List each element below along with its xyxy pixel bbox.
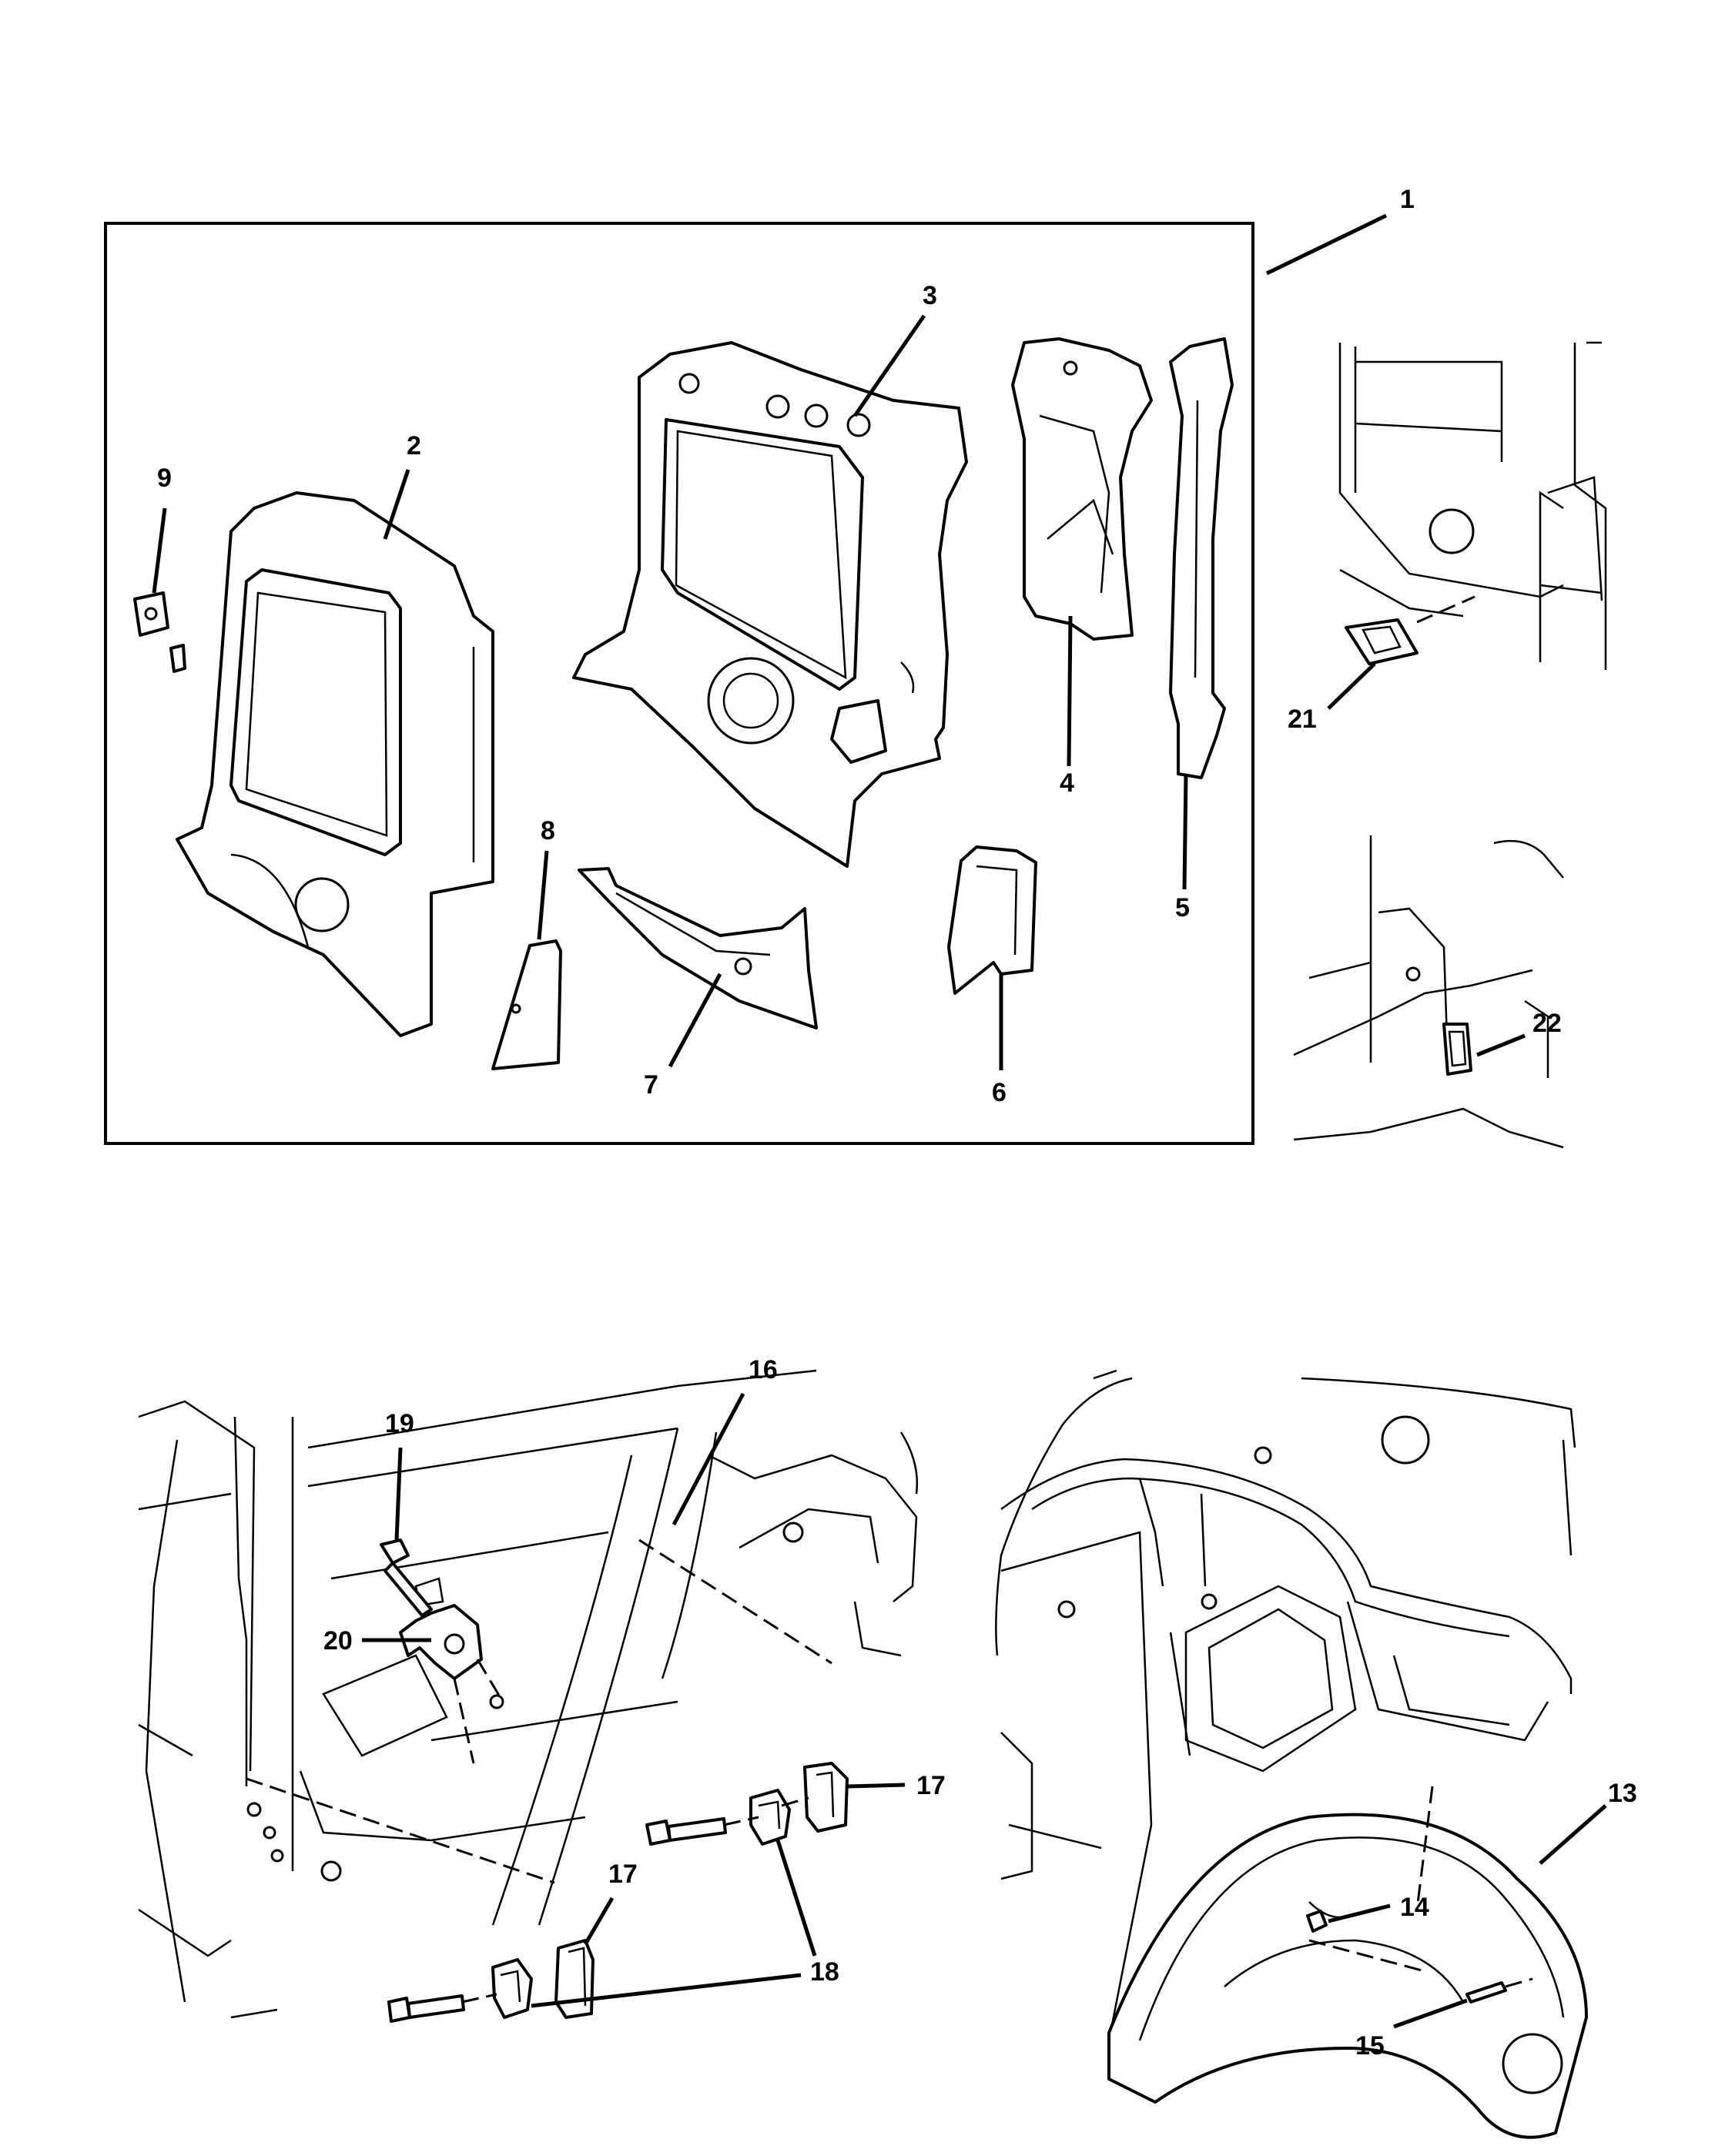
detail-view-21 bbox=[1338, 341, 1607, 670]
callout-18: 18 bbox=[810, 1957, 839, 1987]
leader-9 bbox=[152, 507, 167, 594]
part-14-clip bbox=[1306, 1910, 1328, 1933]
part-8-plate bbox=[491, 939, 562, 1070]
leader-19 bbox=[394, 1447, 403, 1541]
dash-20b bbox=[476, 1659, 502, 1699]
callout-1: 1 bbox=[1400, 185, 1415, 214]
leader-13 bbox=[1539, 1804, 1607, 1865]
dash-14 bbox=[1308, 1939, 1425, 1973]
part-13-liner bbox=[1107, 1813, 1588, 2139]
callout-19: 19 bbox=[385, 1409, 414, 1438]
leader-5 bbox=[1182, 773, 1188, 890]
callout-21: 21 bbox=[1288, 705, 1317, 734]
leader-22 bbox=[1476, 1033, 1526, 1057]
detail-view-lower-left bbox=[138, 1369, 919, 2019]
leader-18-up bbox=[775, 1840, 817, 1957]
dash-18c bbox=[461, 1993, 497, 2004]
dash-16 bbox=[638, 1538, 832, 1665]
callout-17a: 17 bbox=[916, 1771, 946, 1800]
part-15-screw bbox=[1465, 1981, 1507, 2004]
callout-8: 8 bbox=[541, 816, 555, 845]
callout-17b: 17 bbox=[608, 1860, 638, 1889]
leader-17a bbox=[846, 1783, 906, 1789]
dash-15 bbox=[1505, 1977, 1533, 1988]
dash-21 bbox=[1416, 595, 1475, 624]
leader-15 bbox=[1393, 1998, 1468, 2029]
leader-3 bbox=[852, 314, 926, 417]
dash-13 bbox=[1415, 1786, 1434, 1910]
dash-17a bbox=[781, 1796, 809, 1807]
leader-1 bbox=[1265, 213, 1388, 276]
callout-5: 5 bbox=[1175, 893, 1190, 922]
leader-17b bbox=[583, 1897, 615, 1946]
callout-7: 7 bbox=[644, 1070, 658, 1100]
leader-18-low bbox=[531, 1973, 802, 2008]
callout-15: 15 bbox=[1355, 2031, 1385, 2061]
leader-8 bbox=[537, 850, 549, 940]
part-5-pillar bbox=[1169, 337, 1234, 779]
callout-13: 13 bbox=[1608, 1779, 1637, 1808]
assembly-frame bbox=[104, 222, 1254, 1145]
leader-21 bbox=[1327, 662, 1376, 710]
leader-14 bbox=[1328, 1903, 1391, 1923]
part-18-lower-striker bbox=[387, 1958, 533, 2023]
part-19-bolt bbox=[380, 1538, 433, 1617]
dash-18a bbox=[246, 1777, 555, 1884]
callout-9: 9 bbox=[157, 464, 172, 493]
callout-14: 14 bbox=[1400, 1893, 1429, 1922]
detail-view-lower-right bbox=[995, 1369, 1576, 2041]
part-9-bracket bbox=[133, 591, 186, 673]
part-17-lower-cover bbox=[554, 1939, 595, 2019]
part-7-rail bbox=[578, 867, 818, 1029]
callout-20: 20 bbox=[323, 1626, 353, 1656]
part-18-upper-striker bbox=[645, 1789, 791, 1846]
dash-20a bbox=[453, 1678, 475, 1764]
leader-7 bbox=[668, 973, 722, 1068]
callout-2: 2 bbox=[407, 431, 421, 460]
leader-2 bbox=[383, 469, 410, 540]
part-17-upper-cover bbox=[803, 1762, 849, 1833]
part-6-bracket bbox=[947, 845, 1037, 995]
dash-18b bbox=[723, 1816, 759, 1826]
part-2-quarter-panel bbox=[176, 491, 494, 1037]
part-3-inner-panel bbox=[572, 341, 968, 868]
callout-16: 16 bbox=[749, 1355, 778, 1384]
leader-16 bbox=[672, 1392, 745, 1526]
part-20-bracket bbox=[399, 1604, 504, 1709]
part-4-reinforcement bbox=[1011, 337, 1153, 641]
leader-4 bbox=[1067, 615, 1073, 767]
callout-4: 4 bbox=[1060, 768, 1074, 798]
detail-view-22 bbox=[1293, 835, 1564, 1149]
callout-3: 3 bbox=[923, 281, 937, 310]
callout-22: 22 bbox=[1532, 1009, 1562, 1038]
callout-6: 6 bbox=[992, 1078, 1007, 1107]
